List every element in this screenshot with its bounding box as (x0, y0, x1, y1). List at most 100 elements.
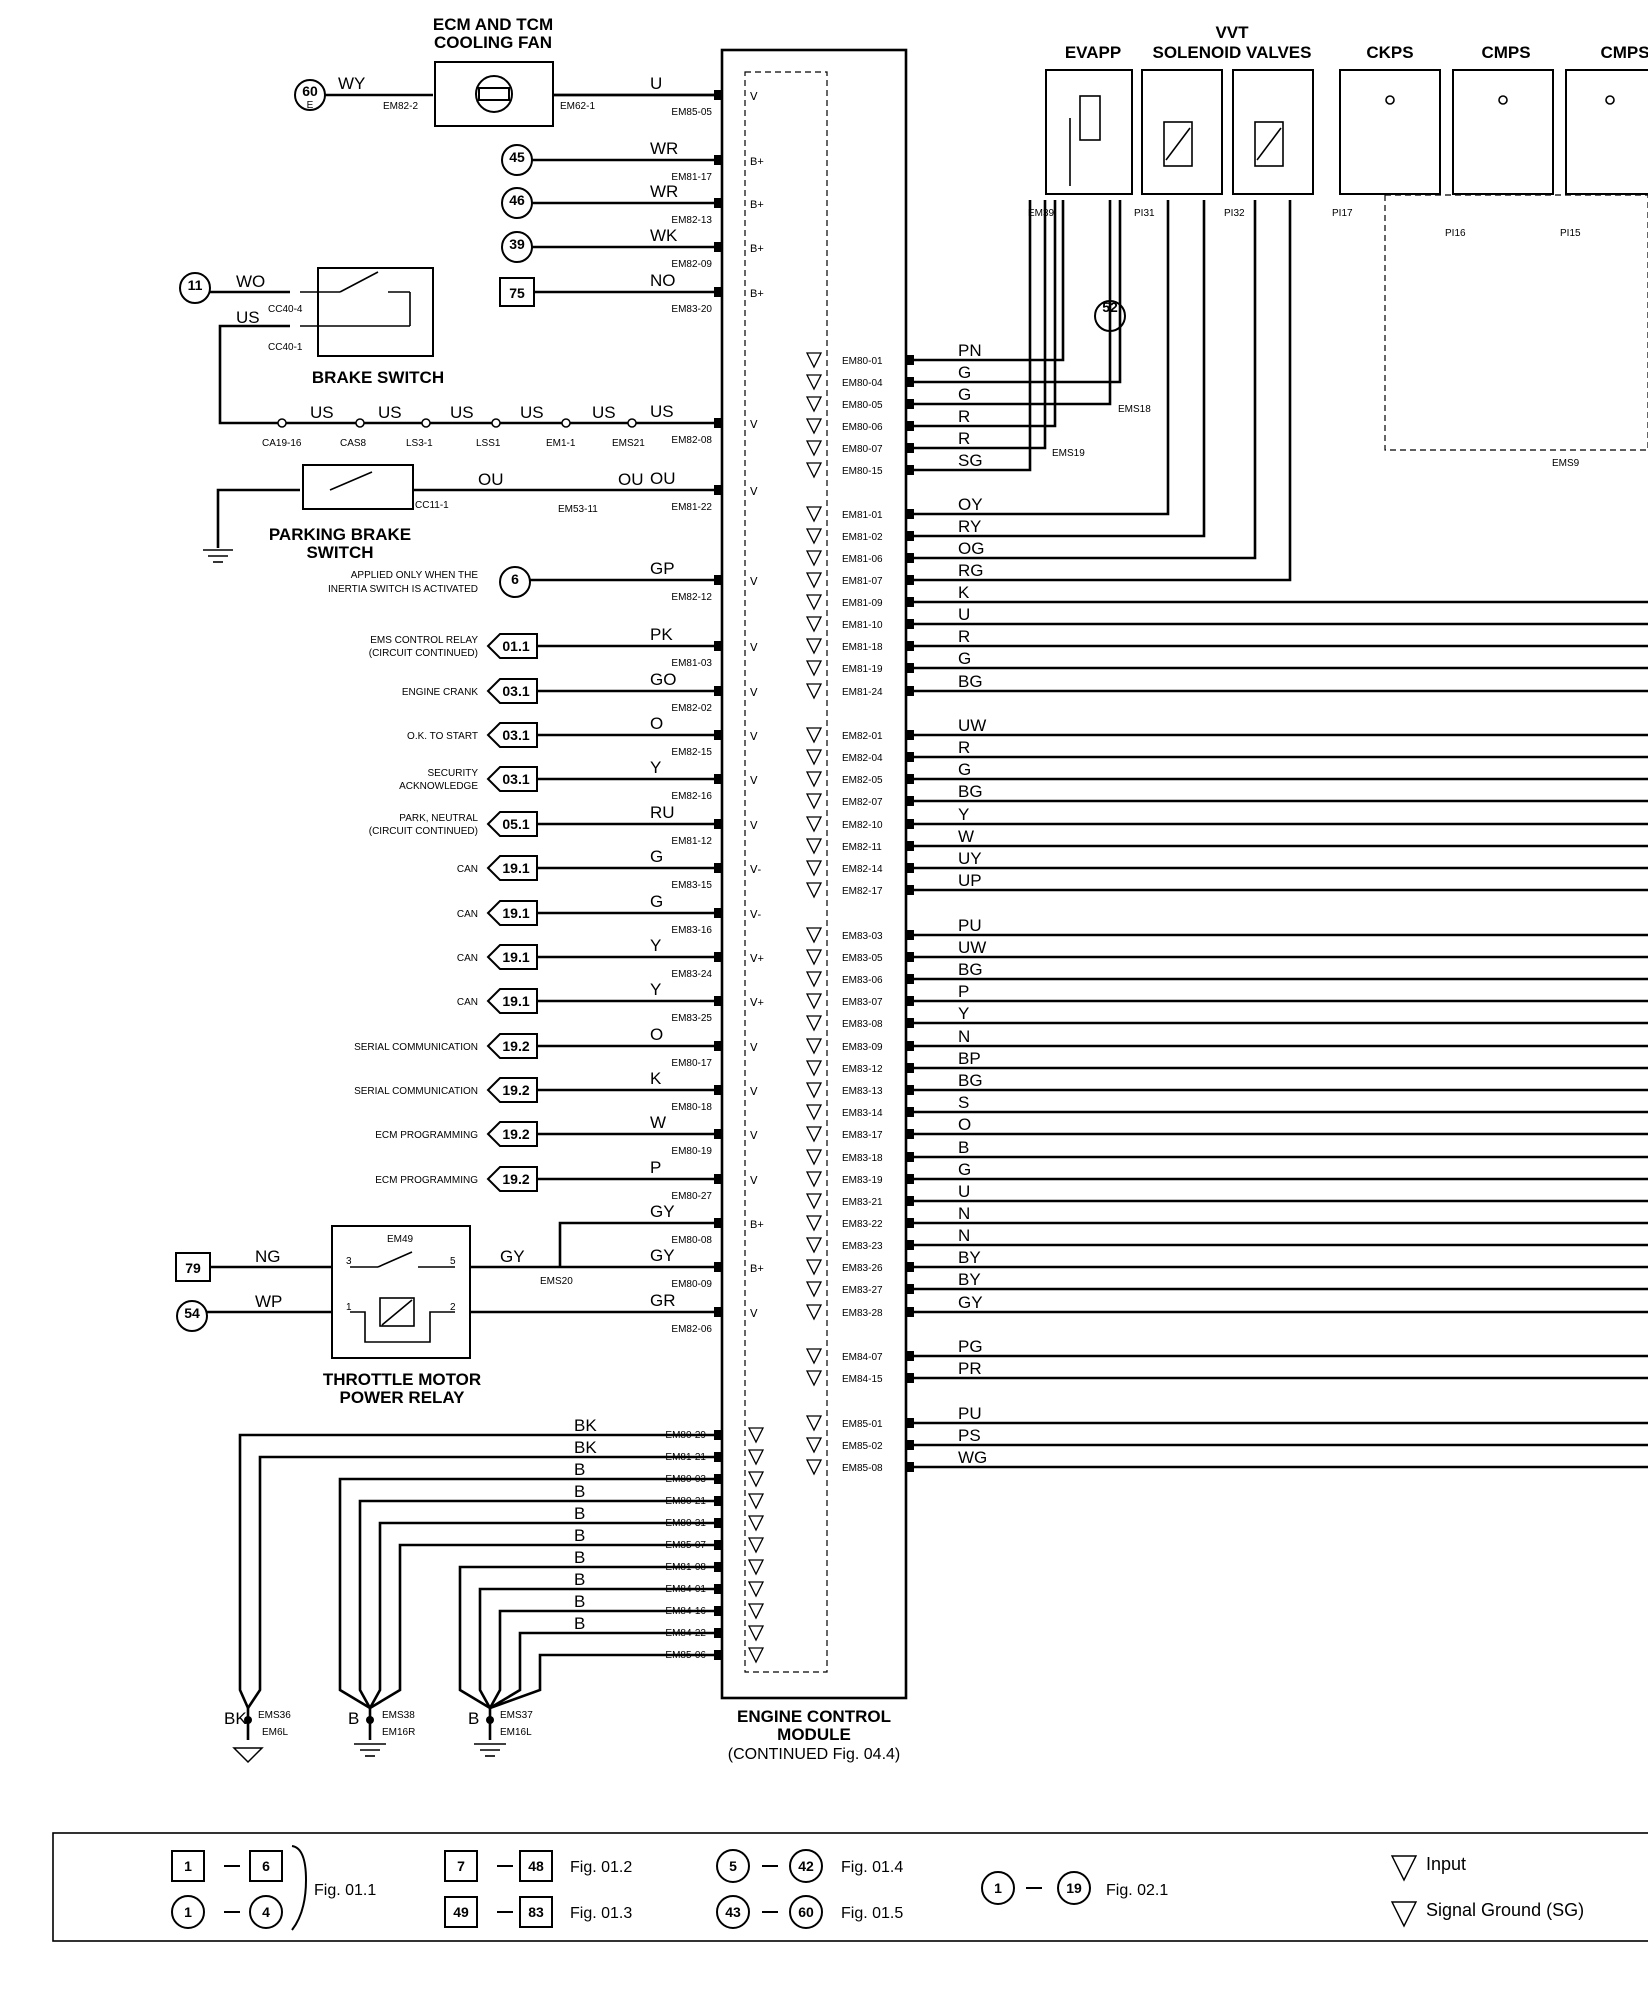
input-symbol-icon (805, 1459, 823, 1476)
us-conn-label: EMS21 (612, 438, 645, 449)
legend-r4b: 83 (528, 1904, 544, 1920)
left-pin-symbol: Ⅴ (750, 731, 758, 743)
right-wire-label: GY (958, 1293, 983, 1312)
right-pin-row: EM80-04G (805, 200, 1122, 391)
right-wire-label: G (958, 1160, 971, 1179)
right-pin-row: EM83-19G (805, 1160, 1648, 1188)
cc40-4: CC40-4 (268, 304, 303, 315)
left-conn-label: EM81-12 (671, 836, 712, 847)
us-conn-label: LSS1 (476, 438, 501, 449)
sg-symbol-icon (747, 1537, 765, 1554)
left-conn-label: EM82-06 (671, 1324, 712, 1335)
ground-pin-rows: BKEM80-29BKEM81-21BEM80-03BEM80-21BEM80-… (238, 1416, 765, 1710)
left-conn-label: EM82-16 (671, 791, 712, 802)
right-wire-label: G (958, 385, 971, 404)
right-pin-row: EM81-09K (805, 583, 1648, 611)
relay-title-1: THROTTLE MOTOR (323, 1370, 481, 1389)
input-symbol-icon (805, 771, 823, 788)
ecm-title-3: (CONTINUED Fig. 04.4) (728, 1746, 900, 1763)
right-wire-label: BY (958, 1270, 981, 1289)
brake-wire-us: US (236, 308, 260, 327)
input-symbol-icon (805, 683, 823, 700)
legend-r7a: 1 (994, 1880, 1002, 1896)
right-wire-label: Y (958, 805, 969, 824)
left-pin-symbol: Ⅴ (750, 820, 758, 832)
ref-code: 19.1 (502, 905, 529, 921)
input-symbol-icon (805, 727, 823, 744)
ckps-title: CKPS (1366, 43, 1413, 62)
input-symbol-icon (805, 638, 823, 655)
ground-hub-label: B (468, 1709, 479, 1728)
left-wire-label: G (650, 892, 663, 911)
relay-id: EM49 (387, 1234, 414, 1245)
input-symbol-icon (805, 1304, 823, 1321)
brake-title: BRAKE SWITCH (312, 368, 444, 387)
right-conn-label: EM83-27 (842, 1285, 883, 1296)
right-conn-label: EM83-18 (842, 1153, 883, 1164)
right-pin-row: EM83-08Y (805, 1004, 1648, 1032)
ecm-title-1: ENGINE CONTROL (737, 1707, 891, 1726)
vvt-title-1: VVT (1215, 23, 1249, 42)
top-sensors: EVAPP VVT SOLENOID VALVES CKPS CMPS CMPS… (1028, 23, 1648, 469)
ground-wire-label: B (574, 1592, 585, 1611)
right-pin-row: EM83-07P (805, 982, 1648, 1010)
legend-r3a: 7 (457, 1858, 465, 1874)
right-wire-label: G (958, 363, 971, 382)
left-pin-symbol: Ⅴ- (750, 864, 762, 876)
right-conn-label: EM83-28 (842, 1308, 883, 1319)
left-pin-symbol: Ⅴ (750, 1130, 758, 1142)
cmps-b-box (1565, 69, 1648, 195)
left-pin-symbol: Ⅴ (750, 775, 758, 787)
legend-r1a: 1 (184, 1858, 192, 1874)
ground-conn-label: EM84-01 (665, 1584, 706, 1595)
legend-fig-014: Fig. 01.4 (841, 1859, 903, 1876)
pi15: PI15 (1560, 228, 1581, 239)
input-symbol-icon (805, 396, 823, 413)
input-symbol-icon (805, 1082, 823, 1099)
us-wire-label: US (378, 403, 402, 422)
legend-input: Input (1426, 1854, 1466, 1874)
legend-r7b: 19 (1066, 1880, 1082, 1896)
input-symbol-icon (805, 1104, 823, 1121)
right-pin-row: EM83-23N (805, 1226, 1648, 1254)
inertia-note: APPLIED ONLY WHEN THE INERTIA SWITCH IS … (328, 566, 720, 598)
ref-code: 19.2 (502, 1082, 529, 1098)
left-pin-symbol: Ⅴ (750, 1086, 758, 1098)
right-wire-label: R (958, 627, 970, 646)
ref-code: 03.1 (502, 771, 529, 787)
right-conn-label: EM83-14 (842, 1108, 883, 1119)
ground-conn-label: EM81-08 (665, 1562, 706, 1573)
right-wire-label: PN (958, 341, 982, 360)
right-conn-label: EM83-05 (842, 953, 883, 964)
right-wire-label: K (958, 583, 970, 602)
right-wire-label: W (958, 827, 974, 846)
right-conn-label: EM85-01 (842, 1419, 883, 1430)
fan-pin-2: EM82-2 (383, 101, 418, 112)
right-wire-label: UY (958, 849, 982, 868)
sg-symbol-icon (747, 1603, 765, 1620)
ckps-box (1339, 69, 1441, 195)
left-pin-symbol: B+ (750, 1263, 764, 1275)
right-conn-label: EM80-07 (842, 444, 883, 455)
right-wire-label: P (958, 982, 969, 1001)
right-wire-label: SG (958, 451, 983, 470)
legend-fig-011: Fig. 01.1 (314, 1882, 376, 1899)
legend-r5b: 42 (798, 1858, 814, 1874)
circle-6: 6 (511, 571, 519, 587)
left-wire-label: K (650, 1069, 662, 1088)
em6l: EM6L (262, 1727, 289, 1738)
input-symbol-icon (805, 1193, 823, 1210)
circle-11: 11 (188, 277, 203, 293)
ref-label: SERIAL COMMUNICATION (354, 1086, 478, 1097)
right-conn-label: EM81-06 (842, 554, 883, 565)
ems37: EMS37 (500, 1710, 533, 1721)
ref-code: 19.1 (502, 993, 529, 1009)
ref-label: PARK, NEUTRAL (399, 813, 478, 824)
